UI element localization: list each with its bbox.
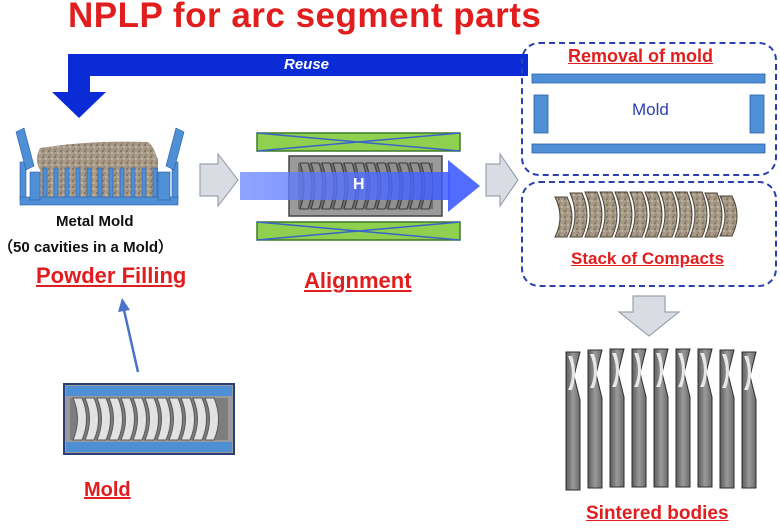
cavities-label: （50 cavities in a Mold）: [0, 239, 174, 256]
stack-of-compacts-box: [521, 181, 777, 287]
magnetic-field-arrow: [240, 160, 480, 212]
mold-to-filling-arrow: [118, 298, 140, 373]
removal-mold-parts: [531, 73, 766, 154]
stack-of-compacts-label: Stack of Compacts: [571, 249, 725, 268]
removal-of-mold-box: [521, 42, 777, 176]
powder-filling-label: Powder Filling: [36, 263, 187, 288]
sintered-bodies-label: Sintered bodies: [586, 503, 729, 524]
metal-mold-illustration: [15, 127, 185, 206]
field-h-label: H: [353, 176, 365, 193]
flow-arrow-1: [199, 152, 239, 208]
flow-arrow-down: [617, 295, 681, 337]
mold-inner-label: Mold: [632, 100, 669, 119]
sintered-bodies: [565, 348, 757, 491]
alignment-coil-bottom: [256, 221, 461, 241]
mold-illustration: [63, 383, 235, 455]
reuse-label: Reuse: [284, 56, 330, 73]
reuse-arrow: [52, 54, 528, 118]
alignment-coil-top: [256, 132, 461, 152]
mold-label: Mold: [84, 479, 131, 501]
metal-mold-label: Metal Mold: [56, 213, 134, 230]
alignment-label: Alignment: [304, 268, 412, 293]
stack-of-compacts: [554, 191, 738, 238]
removal-of-mold-label: Removal of mold: [568, 46, 714, 66]
flow-arrow-2: [485, 152, 519, 208]
diagram-title: NPLP for arc segment parts: [68, 0, 542, 35]
